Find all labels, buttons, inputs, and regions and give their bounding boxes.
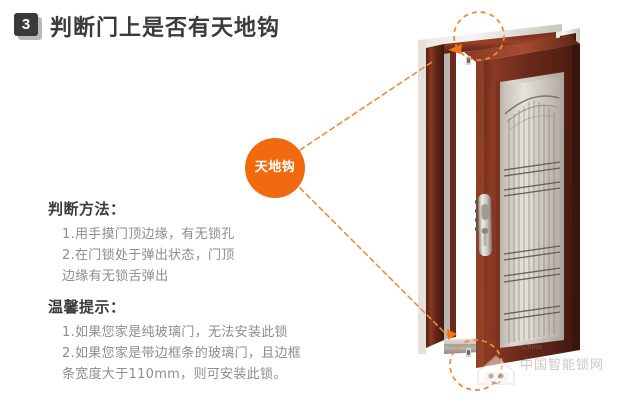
tips-list: 1.如果您家是纯玻璃门，无法安装此锁 2.如果您家是带边框条的玻璃门，且边框 条… xyxy=(48,322,301,385)
door-handle-group xyxy=(475,193,492,257)
door-illustration xyxy=(418,24,580,368)
method-heading: 判断方法： xyxy=(48,200,126,218)
header: 3 判断门上是否有天地钩 xyxy=(0,0,620,52)
watermark-text-en: China xyxy=(522,344,543,351)
callout-bubble-tiandigou: 天地钩 xyxy=(245,138,305,198)
list-item: 2.如果您家是带边框条的玻璃门，且边框 条宽度大于110mm，则可安装此锁。 xyxy=(62,346,302,382)
tips-block: 温馨提示： 1.如果您家是纯玻璃门，无法安装此锁 2.如果您家是带边框条的玻璃门… xyxy=(48,296,301,385)
step-badge-group: 3 xyxy=(14,13,44,41)
list-item: 1.用手摸门顶边缘，有无锁孔 xyxy=(62,227,235,242)
list-item: 1.如果您家是纯玻璃门，无法安装此锁 xyxy=(62,325,288,340)
list-item: 2.在门锁处于弹出状态，门顶 边缘有无锁舌弹出 xyxy=(62,248,235,284)
tips-heading: 温馨提示： xyxy=(48,298,126,316)
method-list: 1.用手摸门顶边缘，有无锁孔 2.在门锁处于弹出状态，门顶 边缘有无锁舌弹出 xyxy=(48,224,235,287)
step-number-badge: 3 xyxy=(14,13,38,36)
watermark: China 中国智能锁网 xyxy=(470,342,620,392)
method-block: 判断方法： 1.用手摸门顶边缘，有无锁孔 2.在门锁处于弹出状态，门顶 边缘有无… xyxy=(48,198,235,287)
watermark-text-cn: 中国智能锁网 xyxy=(520,358,605,373)
page-title: 判断门上是否有天地钩 xyxy=(50,16,281,41)
